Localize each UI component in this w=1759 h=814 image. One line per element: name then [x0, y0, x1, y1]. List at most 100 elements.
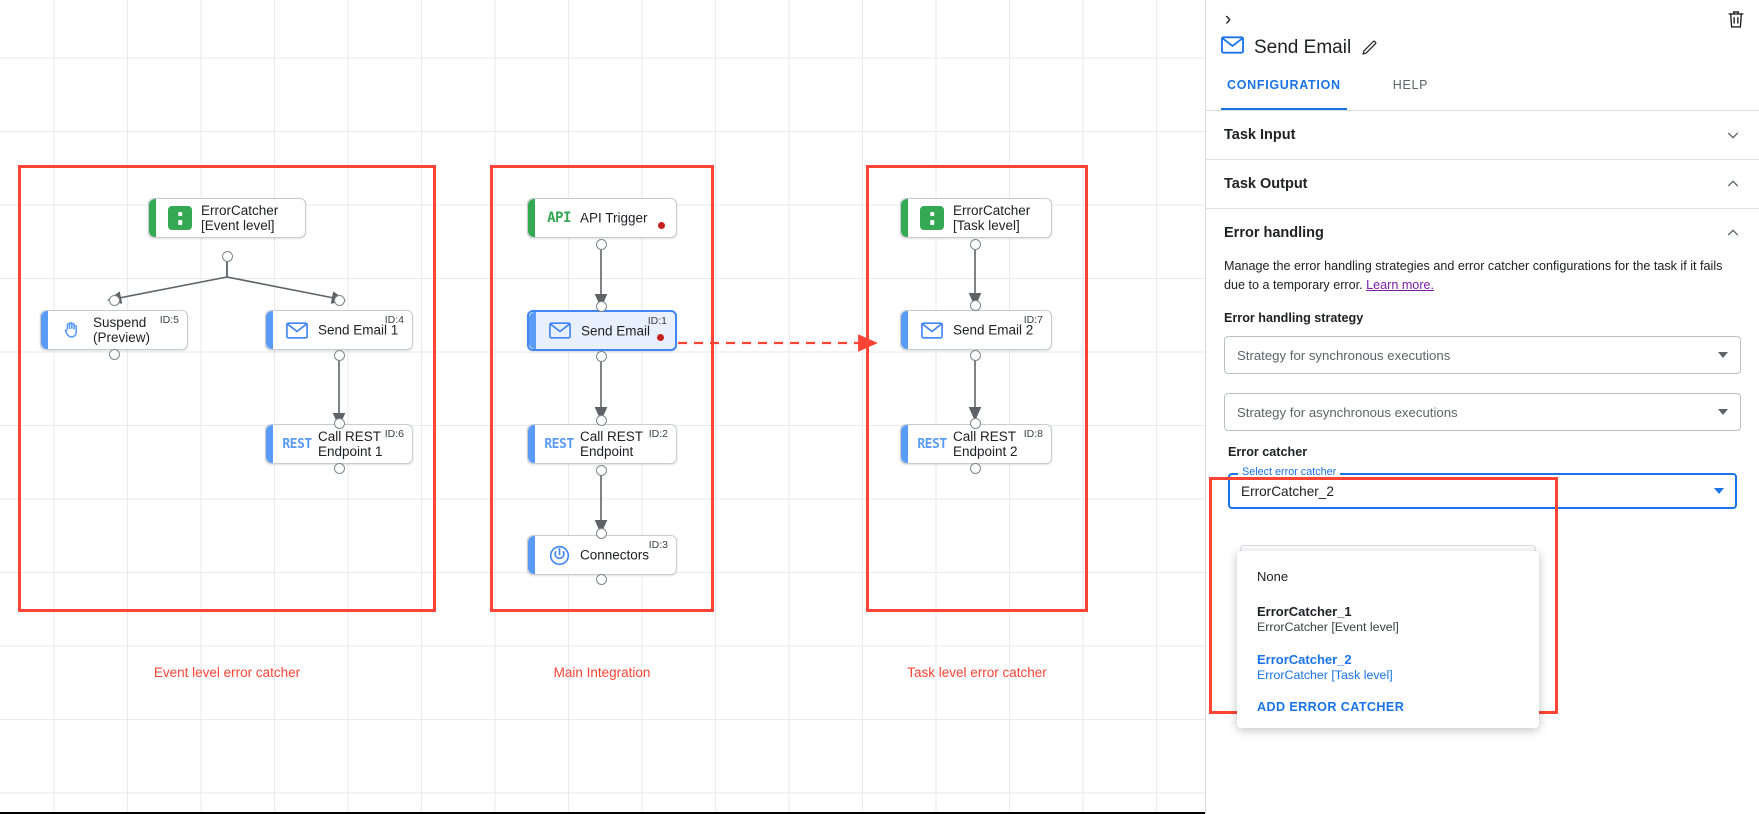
node-id-tag: ID:3	[648, 539, 668, 551]
trash-icon[interactable]	[1725, 8, 1747, 30]
hand-icon	[59, 317, 85, 343]
menu-item-label: None	[1257, 569, 1289, 584]
node-port-out[interactable]	[109, 349, 120, 360]
connectors-icon	[546, 542, 572, 568]
node-id-tag: ID:4	[384, 314, 404, 326]
node-label: Call REST Endpoint 2	[953, 429, 1018, 459]
chevron-up-icon	[1725, 225, 1741, 241]
error-catcher-dropdown-menu[interactable]: None ErrorCatcher_1 ErrorCatcher [Event …	[1237, 551, 1539, 728]
node-send-email[interactable]: Send Email ID:1	[527, 310, 677, 351]
email-icon	[919, 317, 945, 343]
async-strategy-select[interactable]: Strategy for asynchronous executions	[1224, 393, 1741, 431]
node-connectors[interactable]: Connectors ID:3	[527, 535, 677, 575]
chevron-up-icon	[1725, 176, 1741, 192]
edge-layer	[106, 246, 982, 535]
menu-item-sublabel: ErrorCatcher [Task level]	[1257, 668, 1393, 682]
node-call-rest-1[interactable]: REST Call REST Endpoint 1 ID:6	[265, 424, 413, 464]
node-label: Call REST Endpoint	[580, 429, 644, 459]
section-title: Task Input	[1224, 127, 1296, 143]
section-error-handling: Error handling Manage the error handling…	[1206, 209, 1759, 509]
node-send-email-1[interactable]: Send Email 1 ID:4	[265, 310, 413, 350]
rest-icon: REST	[544, 436, 574, 452]
node-accent	[528, 536, 535, 574]
section-task-input-header[interactable]: Task Input	[1224, 127, 1741, 143]
node-label: API Trigger	[580, 210, 648, 226]
select-error-catcher-legend: Select error catcher	[1238, 466, 1341, 478]
chevron-right-icon[interactable]: ›	[1224, 9, 1232, 30]
node-port-in[interactable]	[334, 418, 345, 429]
async-strategy-value: Strategy for asynchronous executions	[1237, 404, 1458, 420]
section-title: Task Output	[1224, 176, 1308, 192]
node-accent	[266, 311, 273, 349]
group-caption-main: Main Integration	[553, 665, 651, 680]
rest-icon: REST	[282, 436, 312, 452]
error-catcher-area: Error catcher Select error catcher Error…	[1224, 431, 1741, 509]
email-icon	[1221, 36, 1244, 59]
menu-item-errorcatcher-2[interactable]: ErrorCatcher_2 ErrorCatcher [Task level]	[1237, 646, 1539, 688]
add-error-catcher-button[interactable]: ADD ERROR CATCHER	[1257, 700, 1405, 714]
panel-tabs: CONFIGURATION HELP	[1206, 78, 1759, 111]
section-task-output: Task Output	[1206, 160, 1759, 209]
error-catcher-icon	[167, 205, 193, 231]
workflow-canvas[interactable]: Event level error catcher Main Integrati…	[0, 0, 1205, 814]
node-port-out[interactable]	[970, 463, 981, 474]
tab-help[interactable]: HELP	[1392, 78, 1429, 92]
node-accent	[901, 425, 908, 463]
section-title: Error handling	[1224, 225, 1324, 241]
node-port-out[interactable]	[970, 350, 981, 361]
node-port-out[interactable]	[334, 350, 345, 361]
node-port-in[interactable]	[596, 528, 607, 539]
node-accent	[901, 311, 908, 349]
node-port-in[interactable]	[596, 415, 607, 426]
node-accent	[266, 425, 273, 463]
pencil-icon[interactable]	[1361, 39, 1378, 56]
node-label: Send Email 2	[953, 322, 1034, 338]
error-indicator-dot	[657, 334, 664, 341]
section-error-handling-header[interactable]: Error handling	[1224, 225, 1741, 241]
node-port-out[interactable]	[596, 351, 607, 362]
node-port-in[interactable]	[334, 295, 345, 306]
node-label: Suspend (Preview)	[93, 315, 151, 345]
node-suspend[interactable]: Suspend (Preview) ID:5	[40, 310, 188, 350]
node-accent	[901, 199, 908, 237]
error-handling-description-text: Manage the error handling strategies and…	[1224, 259, 1723, 292]
chevron-down-icon	[1718, 352, 1728, 358]
node-port-in[interactable]	[970, 300, 981, 311]
learn-more-link[interactable]: Learn more.	[1366, 278, 1435, 292]
node-errorcatcher-event[interactable]: ErrorCatcher [Event level]	[148, 198, 306, 238]
panel-header: › Send Email	[1206, 0, 1759, 78]
node-id-tag: ID:8	[1023, 428, 1043, 440]
node-port-out[interactable]	[970, 239, 981, 250]
node-send-email-2[interactable]: Send Email 2 ID:7	[900, 310, 1052, 350]
node-port-out[interactable]	[334, 463, 345, 474]
email-icon	[547, 318, 573, 344]
error-catcher-title: Error catcher	[1228, 445, 1308, 459]
sync-strategy-select[interactable]: Strategy for synchronous executions	[1224, 336, 1741, 374]
menu-item-none[interactable]: None	[1237, 563, 1539, 590]
node-port-out[interactable]	[596, 574, 607, 585]
error-catcher-icon	[919, 205, 945, 231]
node-port-out[interactable]	[222, 251, 233, 262]
node-call-rest-2[interactable]: REST Call REST Endpoint 2 ID:8	[900, 424, 1052, 464]
node-port-in[interactable]	[596, 301, 607, 312]
section-task-output-header[interactable]: Task Output	[1224, 176, 1741, 192]
node-port-in[interactable]	[109, 295, 120, 306]
node-call-rest[interactable]: REST Call REST Endpoint ID:2	[527, 424, 677, 464]
tab-configuration[interactable]: CONFIGURATION	[1221, 78, 1347, 110]
node-api-trigger[interactable]: API API Trigger	[527, 198, 677, 238]
menu-item-errorcatcher-1[interactable]: ErrorCatcher_1 ErrorCatcher [Event level…	[1237, 598, 1539, 640]
node-errorcatcher-task[interactable]: ErrorCatcher [Task level]	[900, 198, 1052, 238]
node-label: ErrorCatcher [Task level]	[953, 203, 1031, 233]
node-port-in[interactable]	[970, 418, 981, 429]
chevron-down-icon	[1714, 488, 1724, 494]
node-port-out[interactable]	[596, 239, 607, 250]
node-id-tag: ID:1	[647, 315, 667, 327]
node-port-out[interactable]	[596, 465, 607, 476]
node-id-tag: ID:7	[1023, 314, 1043, 326]
group-caption-event-level: Event level error catcher	[153, 665, 301, 680]
node-label: Call REST Endpoint 1	[318, 429, 383, 459]
menu-item-sublabel: ErrorCatcher [Event level]	[1257, 620, 1399, 634]
error-handling-description: Manage the error handling strategies and…	[1224, 257, 1741, 295]
email-icon	[284, 317, 310, 343]
select-error-catcher-field[interactable]: Select error catcher ErrorCatcher_2	[1228, 466, 1737, 509]
